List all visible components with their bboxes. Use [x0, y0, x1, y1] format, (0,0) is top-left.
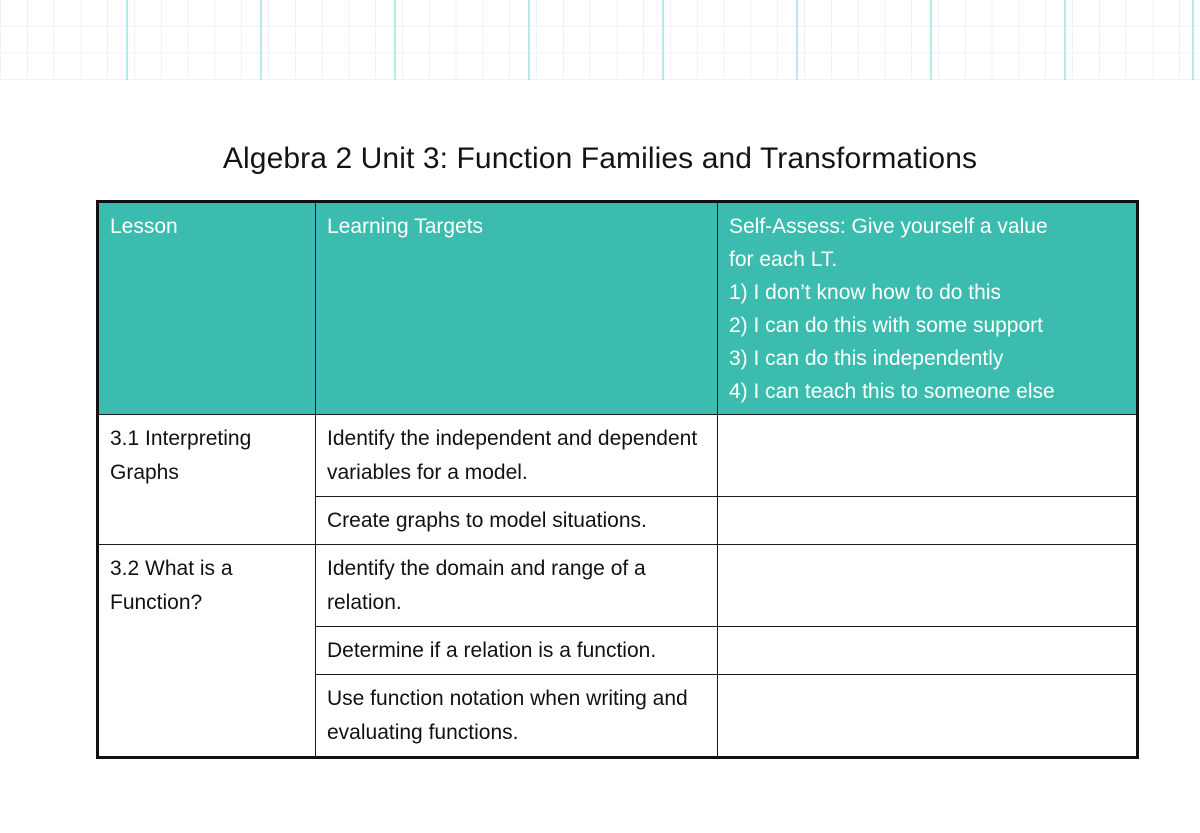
lesson-cell: 3.1 Interpreting Graphs — [97, 414, 316, 545]
table-body: 3.1 Interpreting Graphs Identify the ind… — [97, 414, 1138, 758]
table-header: Lesson Learning Targets Self-Assess: Giv… — [97, 201, 1138, 415]
table-row: Create graphs to model situations. — [98, 496, 1138, 545]
table-row: 3.2 What is a Function? Identify the dom… — [97, 544, 1138, 758]
self-assess-input-cell[interactable] — [717, 496, 1138, 545]
page-title: Algebra 2 Unit 3: Function Families and … — [222, 142, 978, 176]
self-assess-scale-1: 1) I don’t know how to do this — [729, 281, 1001, 304]
learning-target-cell: Create graphs to model situations. — [315, 496, 718, 545]
learning-target-cell: Identify the independent and dependent v… — [315, 414, 718, 497]
column-header-learning-targets: Learning Targets — [315, 201, 718, 415]
self-assess-intro-line-1: Self-Assess: Give yourself a value — [729, 215, 1048, 238]
table-row: Use function notation when writing and e… — [98, 674, 1138, 758]
learning-target-cell: Identify the domain and range of a relat… — [315, 544, 718, 627]
self-assess-intro-line-2: for each LT. — [729, 248, 838, 271]
table-row: 3.1 Interpreting Graphs Identify the ind… — [97, 414, 1138, 545]
self-assess-input-cell[interactable] — [717, 626, 1138, 675]
column-header-self-assess: Self-Assess: Give yourself a value for e… — [717, 201, 1138, 415]
lesson-cell: 3.2 What is a Function? — [97, 544, 316, 758]
self-assess-scale-2: 2) I can do this with some support — [729, 314, 1043, 337]
learning-target-cell: Use function notation when writing and e… — [315, 674, 718, 758]
table-header-row: Lesson Learning Targets Self-Assess: Giv… — [97, 201, 1138, 415]
self-assess-input-cell[interactable] — [717, 414, 1138, 497]
column-header-lesson: Lesson — [97, 201, 316, 415]
self-assess-scale-3: 3) I can do this independently — [729, 347, 1004, 370]
learning-target-cell: Determine if a relation is a function. — [315, 626, 718, 675]
self-assess-input-cell[interactable] — [717, 544, 1138, 627]
self-assess-scale-4: 4) I can teach this to someone else — [729, 380, 1055, 403]
self-assess-input-cell[interactable] — [717, 674, 1138, 758]
learning-targets-table: Lesson Learning Targets Self-Assess: Giv… — [96, 200, 1139, 759]
graph-paper-background — [0, 0, 1200, 80]
